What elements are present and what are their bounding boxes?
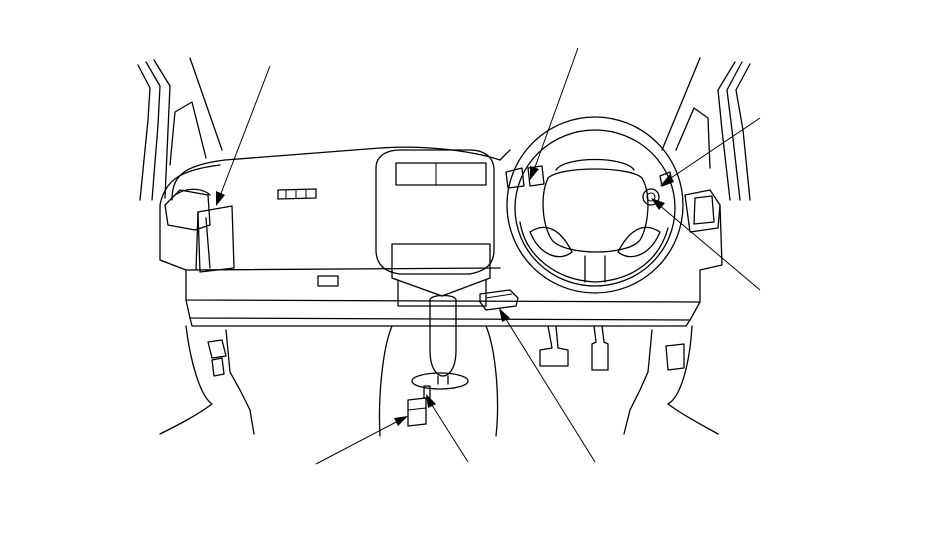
left-a-pillar <box>137 57 223 201</box>
leader-console-box-unit <box>315 416 408 465</box>
center-tunnel <box>378 294 499 437</box>
leader-under-dash-connector <box>499 308 596 463</box>
leader-passenger-side-box <box>216 65 271 206</box>
dashboard <box>159 146 723 327</box>
leader-shift-lever-part <box>426 394 469 463</box>
leader-steering-column-switch <box>530 47 579 180</box>
center-stack <box>375 149 495 307</box>
leader-upper-dash-right-part <box>660 117 761 186</box>
leader-lines <box>216 47 761 465</box>
lower-side-panels <box>159 325 719 435</box>
right-a-pillar <box>661 57 751 201</box>
leader-ignition-switch <box>651 198 761 291</box>
under-dash-connector <box>479 289 519 311</box>
steering-wheel <box>505 116 684 294</box>
passenger-side-box <box>195 205 235 273</box>
pedals <box>539 325 609 371</box>
